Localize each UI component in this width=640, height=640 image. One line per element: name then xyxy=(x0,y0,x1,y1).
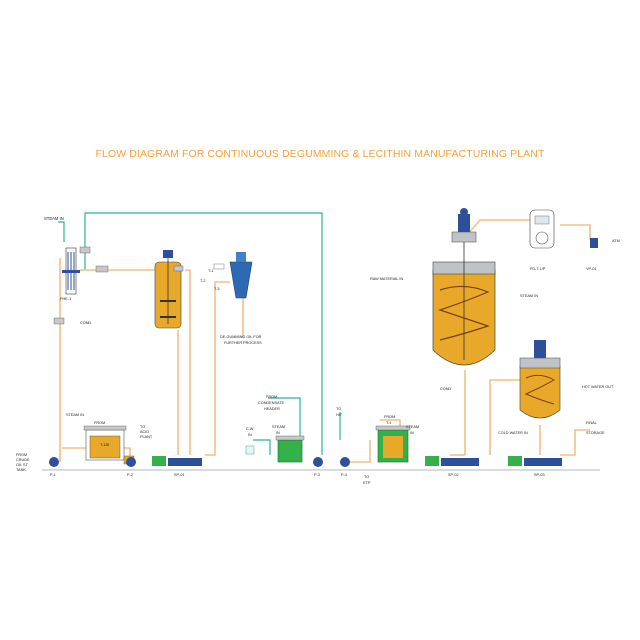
label-steam-in-top: STEAM IN xyxy=(44,216,64,221)
label-acid: ACID xyxy=(140,430,149,434)
sp-02-skid xyxy=(425,456,479,466)
cooler-vessel xyxy=(519,340,561,419)
vacuum-pump xyxy=(590,238,598,248)
label-to-etp: TO xyxy=(364,475,369,479)
label-tank1b: T-1/B xyxy=(100,443,110,447)
label-final: FINAL xyxy=(586,421,597,425)
label-fd-t: FD-T-1/P xyxy=(530,267,546,271)
pump-p3 xyxy=(313,457,323,467)
label-sp2: SP-02 xyxy=(448,473,459,477)
label-phe1: PHE-1 xyxy=(60,297,71,301)
steam-tank xyxy=(375,425,411,463)
tag-box-3 xyxy=(53,317,65,325)
label-steam-in-reactor: STEAM IN xyxy=(520,294,538,298)
label-raw-material: RAW MATERIAL IN xyxy=(370,277,403,281)
label-sp1: SP-01 xyxy=(174,473,185,477)
label-cond1: COND xyxy=(80,321,91,325)
cw-pipe xyxy=(253,439,271,455)
label-oil-st: OIL ST xyxy=(16,463,29,467)
tag-box-1 xyxy=(79,246,91,254)
tank-1b xyxy=(83,425,127,461)
label-p3: P-3 xyxy=(314,473,320,477)
labels: STEAM IN PHE-1 COND DE-GUMMING OIL FOR F… xyxy=(16,216,620,485)
label-in: IN xyxy=(248,433,252,437)
phe-1 xyxy=(62,247,80,295)
label-atm: ATM xyxy=(612,239,620,243)
to-final-storage xyxy=(560,429,590,456)
pump-p2 xyxy=(126,457,136,467)
condenser-vessel xyxy=(529,209,555,249)
diagram-title: FLOW DIAGRAM FOR CONTINUOUS DEGUMMING & … xyxy=(95,148,545,160)
label-p1: P-1 xyxy=(50,473,56,477)
sp2-to-cooler xyxy=(489,379,520,455)
cond-header-pipe xyxy=(268,397,301,446)
label-from-t1: FROM xyxy=(384,415,395,419)
cw-box xyxy=(245,445,255,455)
pumps xyxy=(49,457,350,467)
pump-p4 xyxy=(340,457,350,467)
pump-p1 xyxy=(49,457,59,467)
label-t3: T-3 xyxy=(214,287,220,291)
oil-pipes xyxy=(59,219,591,463)
steam-in-pipe xyxy=(58,221,65,242)
label-plant: PLANT xyxy=(140,435,153,439)
label-degum-oil: DE-GUMMING OIL FOR xyxy=(220,335,262,339)
label-h: H/T xyxy=(336,413,343,417)
label-to-acid: TO xyxy=(140,425,145,429)
label-hot-water-out: HOT WATER OUT xyxy=(582,385,614,389)
label-t1: T-1 xyxy=(208,269,214,273)
label-cold-water-in: COLD WATER IN xyxy=(498,431,528,435)
label-vp: VP-01 xyxy=(586,267,597,271)
tag-box-4 xyxy=(173,265,184,272)
p4-line xyxy=(350,440,371,463)
label-steam-in-left: STEAM IN xyxy=(66,413,84,417)
vacuum-line xyxy=(560,224,591,240)
label-p2: P-2 xyxy=(127,473,133,477)
label-steam-in3: STEAM xyxy=(406,425,419,429)
label-cw: C.W xyxy=(246,427,254,431)
reactor-1 xyxy=(154,250,182,329)
to-separator xyxy=(205,281,230,456)
label-t1b: T-1 xyxy=(386,421,392,425)
label-cond-header2: HEADER xyxy=(264,407,280,411)
separator xyxy=(213,252,253,299)
steam-pipe-main xyxy=(84,212,323,455)
label-in3: IN xyxy=(410,431,414,435)
label-etp: ETP xyxy=(363,481,371,485)
condensate-box xyxy=(275,435,305,463)
label-crude: CRUDE xyxy=(16,458,30,462)
sp-03-skid xyxy=(508,456,562,466)
sp-01-skid xyxy=(152,456,202,466)
label-steam-mid: STEAM xyxy=(272,425,285,429)
label-to-h: TO xyxy=(336,407,341,411)
label-storage: STORAGE xyxy=(586,431,605,435)
label-from-box: FROM xyxy=(94,421,105,425)
steam-pipes xyxy=(58,212,341,455)
label-in2: IN xyxy=(276,431,280,435)
label-cond-reactor: COND xyxy=(440,387,451,391)
label-tank: TANK xyxy=(16,468,26,472)
label-from-crude: FROM xyxy=(16,453,27,457)
label-sp3: SP-03 xyxy=(534,473,545,477)
tag-box-2 xyxy=(95,265,109,273)
main-reactor xyxy=(432,208,496,366)
label-from-cond: FROM xyxy=(266,395,277,399)
label-cond-header1: CONDENSATE xyxy=(258,401,285,405)
return-line xyxy=(185,269,191,455)
label-t2: T-2 xyxy=(200,279,206,283)
label-p4: P-4 xyxy=(341,473,347,477)
label-further-process: FURTHER PROCESS xyxy=(224,341,262,345)
